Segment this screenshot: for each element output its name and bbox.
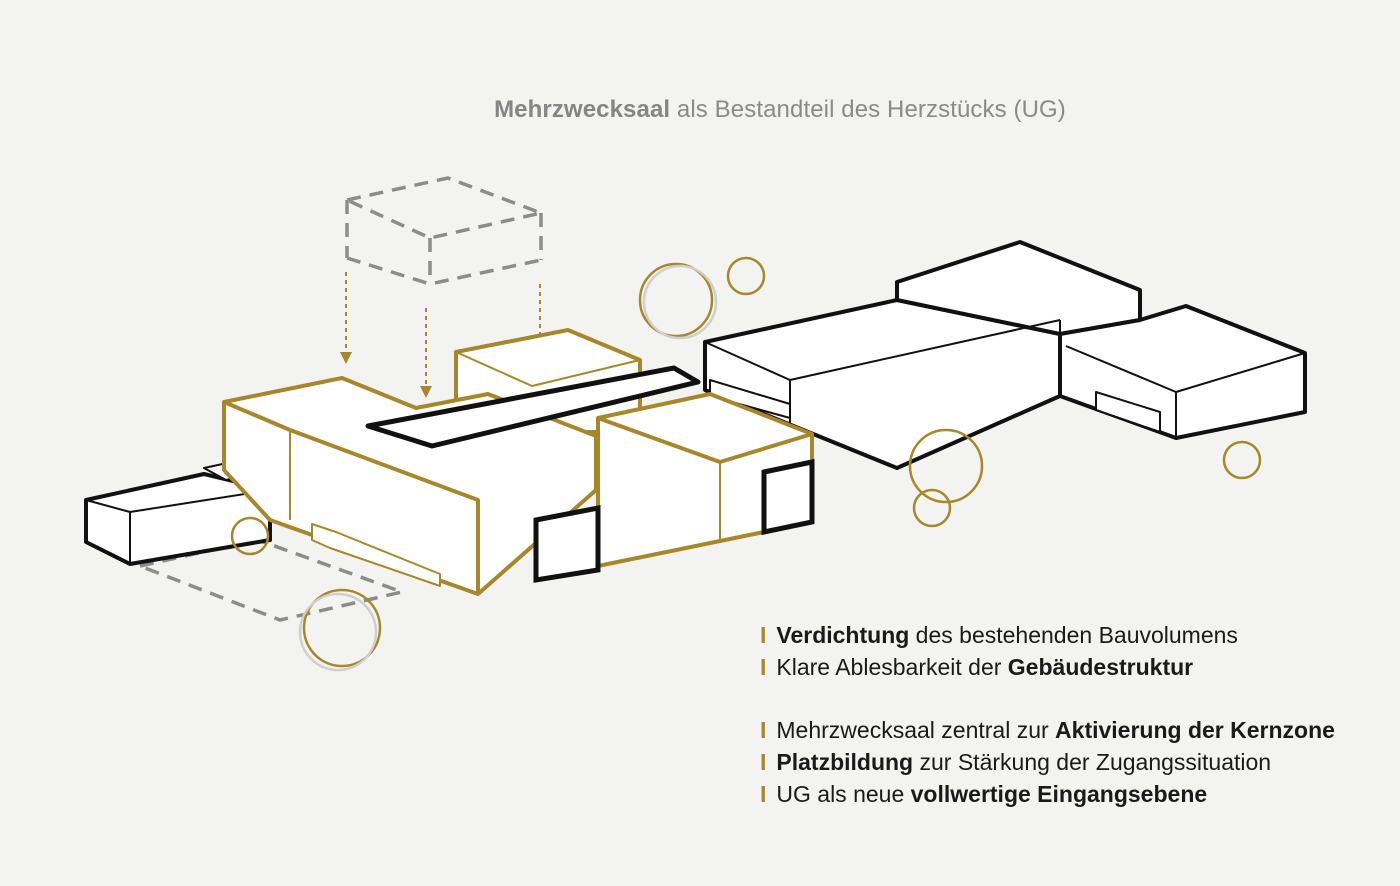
bullet-marker: I	[760, 622, 767, 648]
bullet-line: I Verdichtung des bestehenden Bauvolumens	[760, 619, 1238, 651]
dashed-floating-volume	[345, 176, 543, 286]
bullet-text: des bestehenden Bauvolumens	[909, 622, 1238, 648]
title-rest: als Bestandteil des Herzstücks (UG)	[670, 96, 1066, 123]
bullet-marker: I	[760, 654, 767, 680]
openings	[533, 458, 815, 583]
bullet-text: UG als neue	[776, 781, 911, 807]
bullet-text-bold: Platzbildung	[776, 749, 914, 775]
bullet-group-2: I Mehrzwecksaal zentral zur Aktivierung d…	[760, 714, 1335, 810]
bullet-text-bold: Gebäudestruktur	[1007, 654, 1194, 680]
diagram-title: Mehrzwecksaal als Bestandteil des Herzst…	[0, 96, 1400, 124]
bullet-text: Mehrzwecksaal zentral zur	[776, 717, 1056, 743]
roof-slot	[365, 365, 701, 449]
bullet-text-bold: Verdichtung	[776, 622, 910, 648]
bullet-marker: I	[760, 749, 767, 775]
bullet-line: I Klare Ablesbarkeit der Gebäudestruktur	[760, 651, 1238, 683]
bullet-text-bold: vollwertige Eingangsebene	[910, 781, 1208, 807]
bullet-line: I Platzbildung zur Stärkung der Zugangssi…	[760, 746, 1335, 778]
tree-circles	[230, 256, 1262, 672]
bullet-line: I Mehrzwecksaal zentral zur Aktivierung d…	[760, 714, 1335, 746]
bullet-marker: I	[760, 781, 767, 807]
bullet-text: Klare Ablesbarkeit der	[776, 654, 1008, 680]
bullet-text: zur Stärkung der Zugangssituation	[913, 749, 1272, 775]
bullet-text-bold: Aktivierung der Kernzone	[1055, 717, 1335, 743]
bullet-marker: I	[760, 717, 767, 743]
bullet-group-1: I Verdichtung des bestehenden Bauvolumens…	[760, 619, 1238, 683]
title-bold: Mehrzwecksaal	[494, 96, 671, 123]
bullet-line: I UG als neue vollwertige Eingangsebene	[760, 778, 1335, 810]
